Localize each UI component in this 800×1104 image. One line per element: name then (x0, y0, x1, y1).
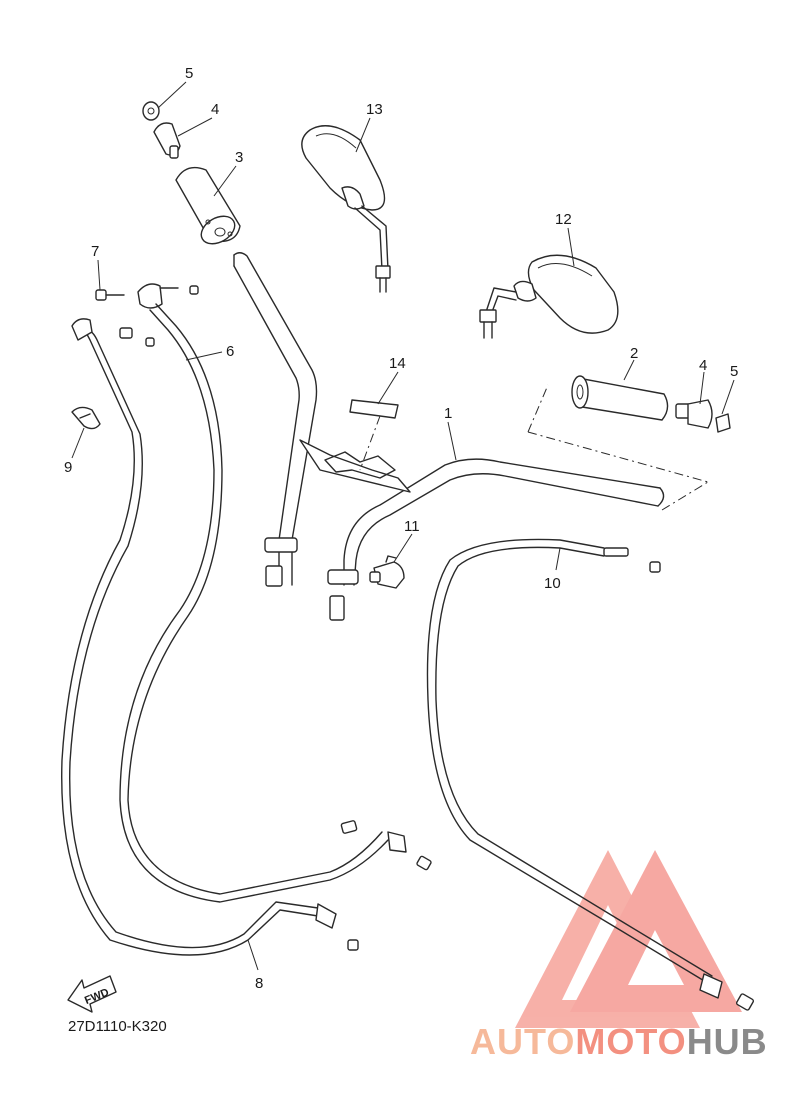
right-grip (571, 375, 669, 421)
callout-2: 2 (630, 345, 638, 362)
callout-13: 13 (366, 101, 383, 118)
throttle-cable-part-8 (61, 318, 359, 956)
clutch-cable-part-10 (426, 538, 755, 1011)
callout-3: 3 (235, 149, 243, 166)
callout-1: 1 (444, 405, 452, 422)
throttle-cable-part-6 (119, 303, 432, 903)
handlebar (233, 252, 709, 621)
callout-5-left: 5 (185, 65, 193, 82)
cable-clamp-part-9 (71, 406, 101, 430)
watermark-word-hub: HUB (687, 1021, 768, 1062)
left-bar-end-weight (153, 122, 181, 159)
callout-11: 11 (404, 518, 420, 535)
watermark-word-moto: MOTO (575, 1021, 686, 1062)
holder-bracket (299, 399, 411, 493)
forward-arrow-icon: FWD (67, 975, 117, 1013)
left-end-screw (142, 101, 160, 121)
callout-14: 14 (389, 355, 406, 372)
watermark-triangle-right (570, 850, 742, 1012)
callout-4-right: 4 (699, 357, 707, 374)
right-end-screw (715, 413, 731, 433)
callout-6: 6 (226, 343, 234, 360)
clip-part-11 (369, 555, 405, 589)
callout-9: 9 (64, 459, 72, 476)
watermark-logo (515, 850, 742, 1028)
cable-junction-fitting (137, 283, 199, 309)
part-code: 27D1110-K320 (68, 1018, 167, 1035)
left-mirror (301, 125, 391, 293)
left-grip (175, 166, 241, 245)
bolt-part-7 (95, 289, 125, 301)
right-bar-end-weight (675, 399, 713, 429)
callout-4-left: 4 (211, 101, 219, 118)
callout-10: 10 (544, 575, 561, 592)
callout-7: 7 (91, 243, 99, 260)
callout-12: 12 (555, 211, 572, 228)
watermark-text: AUTOMOTOHUB (470, 1021, 768, 1062)
watermark-word-auto: AUTO (470, 1021, 575, 1062)
leader-lines (71, 81, 735, 971)
callout-8: 8 (255, 975, 263, 992)
right-mirror (479, 254, 619, 339)
callout-5-right: 5 (730, 363, 738, 380)
